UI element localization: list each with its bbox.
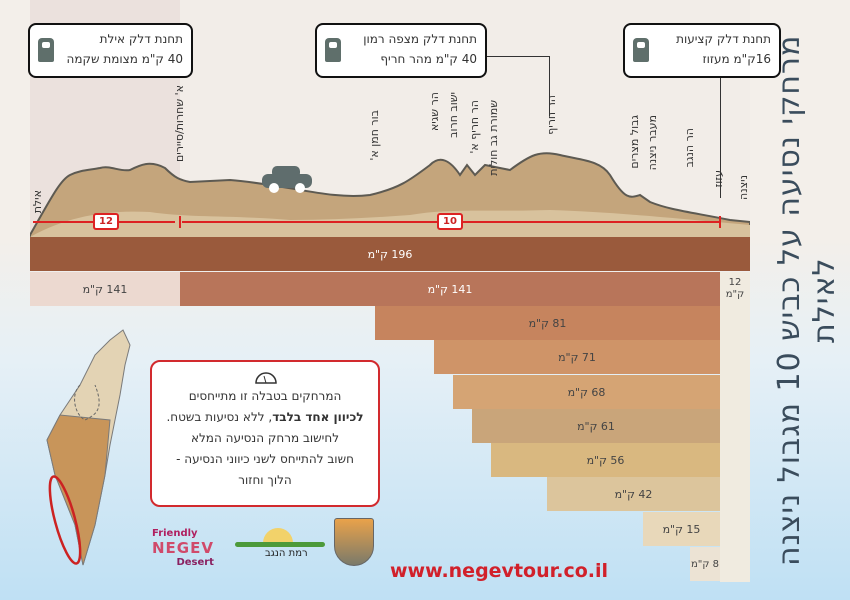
fuel-station-distance: 40 ק"מ מצומת שקמה [66,52,184,66]
fuel-station-distance: 16ק"מ מעזוז [702,52,771,66]
page-title: מרחקי נסיעה על כביש 10 מגבול ניצנה לאילת [772,34,842,566]
logo-text: Friendly [152,528,198,539]
website-link[interactable]: www.negevtour.co.il [390,560,609,582]
road-12-badge: 12 [93,213,119,230]
station-label: ישוב חרוב [447,92,460,138]
info-text-bold: לכיוון אחד בלבד [272,410,364,424]
elevation-profile [30,152,750,240]
distance-bar: 56 ק"מ [491,443,720,477]
distance-bar-total: 196 ק"מ [30,237,750,271]
right-column [720,272,750,582]
station-label: א' שחרות/סיירים [173,85,186,163]
distance-bar: 12 ק"מ [725,277,745,300]
fuel-pump-icon [325,38,341,62]
station-label: הר חריף [545,95,558,135]
station-label: הר שגיא [428,92,441,132]
logo-text: NEGEV [152,539,214,557]
fuel-station-name: תחנת דלק אילת [99,32,183,46]
fuel-station-ketziot: תחנת דלק קציעות 16ק"מ מעזוז [623,23,781,78]
fuel-station-distance: 40 ק"מ מהר חריף [380,52,477,66]
distance-bar: 8 ק"מ [690,547,720,581]
station-label: גבול מצרים [628,115,641,169]
station-label: שמורת גב חולית [487,100,500,176]
fuel-station-mitzpe-ramon: תחנת דלק מצפה רמון 40 ק"מ מהר חריף [315,23,487,78]
station-label: ניצנה [737,175,750,200]
fuel-pump-icon [38,38,54,62]
distance-bar: 15 ק"מ [643,512,720,546]
distance-bar: 141 ק"מ [30,272,180,306]
info-text: הלוך וחזור [238,473,292,487]
station-label: בור חמן א' [368,110,381,161]
info-text: חשוב להתייחס לשני כיווני הנסיעה - [176,452,354,466]
fuel-station-name: תחנת דלק קציעות [676,32,771,46]
road-10-badge: 10 [437,213,463,230]
info-text: המרחקים בטבלה זו מתייחסים [188,389,342,403]
info-text: , ללא נסיעות בשטח. [166,410,273,424]
distance-bar: 81 ק"מ [375,306,720,340]
info-text: לחישוב מרחק הנסיעה המלא [190,431,340,445]
fuel-station-eilat: תחנת דלק אילת 40 ק"מ מצומת שקמה [28,23,193,78]
station-label: אילת [31,190,44,214]
info-box: המרחקים בטבלה זו מתייחסים לכיוון אחד בלב… [150,360,380,507]
logo-text: Desert [176,557,214,568]
station-label: הר חריף א' [468,100,481,154]
friendly-negev-logo: Friendly NEGEV Desert [152,528,214,568]
distance-bar: 42 ק"מ [547,477,720,511]
logo-text: רמת הנגב [265,548,308,559]
station-label: מעבר ניצנה [646,115,659,171]
car-icon [262,166,312,193]
fuel-station-name: תחנת דלק מצפה רמון [363,32,477,46]
station-label: עזוז [712,170,725,188]
distance-bar: 61 ק"מ [472,409,720,443]
distance-bar: 68 ק"מ [453,375,720,409]
station-label: הר הנגב [683,128,696,168]
fuel-pump-icon [633,38,649,62]
municipal-emblem [334,518,374,566]
israel-map [46,329,131,566]
distance-bar: 141 ק"מ [180,272,720,306]
distance-bar: 71 ק"מ [434,340,720,374]
speedometer-icon [255,372,277,384]
ramat-negev-logo: רמת הנגב [235,528,325,563]
